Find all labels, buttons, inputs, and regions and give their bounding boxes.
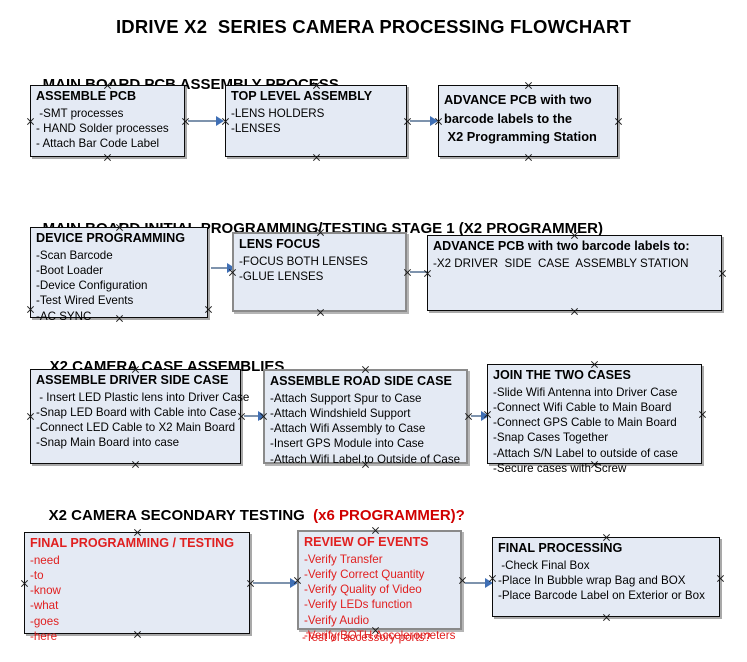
arrow-shaft	[211, 267, 228, 269]
box-line: -to	[30, 568, 44, 582]
box-header: TOP LEVEL ASSEMBLY	[231, 89, 373, 103]
box-line: -Place Barcode Label on Exterior or Box	[498, 589, 705, 603]
box-line: -Snap Cases Together	[493, 431, 609, 445]
arrow-shaft	[188, 120, 217, 122]
box-line: -Verify Correct Quantity	[304, 567, 425, 581]
box-line: -Connect LED Cable to X2 Main Board	[36, 421, 236, 435]
box-line: -Place In Bubble wrap Bag and BOX	[498, 573, 686, 587]
arrow-connector	[188, 116, 224, 126]
box-review-of-events[interactable]: REVIEW OF EVENTS -Verify Transfer -Verif…	[297, 530, 462, 642]
arrow-head	[430, 116, 438, 126]
box-line: -Connect Wifi Cable to Main Board	[493, 400, 672, 414]
box-line: -what	[30, 599, 59, 613]
box-assemble-pcb[interactable]: ASSEMBLE PCB -SMT processes - HAND Solde…	[30, 85, 185, 157]
box-line: -Attach Wifi Assembly to Case	[270, 422, 426, 436]
box-line: -AC SYNC	[36, 309, 92, 323]
arrow-connector	[410, 116, 438, 126]
box-line: -Verify BOTH Accelerometers	[304, 628, 456, 642]
box-header: FINAL PROGRAMMING / TESTING	[30, 536, 235, 550]
box-line: -Verify Transfer	[304, 552, 383, 566]
box-header: FINAL PROCESSING	[498, 541, 623, 555]
box-line: -know	[30, 584, 61, 598]
arrow-head	[216, 116, 224, 126]
box-line: -LENSES	[231, 121, 281, 135]
box-top-level-assembly[interactable]: TOP LEVEL ASSEMBLY -LENS HOLDERS -LENSES	[225, 85, 407, 157]
box-assemble-road-side-case[interactable]: ASSEMBLE ROAD SIDE CASE -Attach Support …	[263, 369, 468, 466]
box-header: ADVANCE PCB with two barcode labels to t…	[444, 92, 597, 144]
box-line: -Attach Wifi Label to Outside of Case	[270, 452, 461, 466]
box-line: - Attach Bar Code Label	[36, 137, 160, 151]
box-line: -GLUE LENSES	[239, 269, 324, 283]
arrow-shaft	[253, 582, 291, 584]
box-line: -Verify Quality of Video	[304, 583, 422, 597]
box-line: -Verify LEDs function	[304, 598, 413, 612]
box-header: REVIEW OF EVENTS	[304, 535, 429, 549]
box-header: ASSEMBLE PCB	[36, 89, 137, 103]
box-line: -Check Final Box	[498, 558, 590, 572]
section-title-x2-camera-secondary-testing: X2 CAMERA SECONDARY TESTING (x6 PROGRAMM…	[32, 490, 465, 541]
box-line: -need	[30, 553, 60, 567]
box-line: -LENS HOLDERS	[231, 106, 325, 120]
box-lens-focus[interactable]: LENS FOCUS -FOCUS BOTH LENSES -GLUE LENS…	[232, 232, 407, 312]
box-line: -goes	[30, 614, 60, 628]
box-device-programming[interactable]: DEVICE PROGRAMMING -Scan Barcode -Boot L…	[30, 227, 208, 323]
box-line: -Attach S/N Label to outside of case	[493, 446, 678, 460]
section-title-text: X2 CAMERA SECONDARY TESTING	[48, 507, 314, 524]
box-assemble-driver-side-case[interactable]: ASSEMBLE DRIVER SIDE CASE - Insert LED P…	[30, 369, 250, 464]
box-join-the-two-cases[interactable]: JOIN THE TWO CASES -Slide Wifi Antenna i…	[487, 364, 702, 475]
arrow-connector	[253, 578, 298, 588]
box-line: -SMT processes	[36, 106, 124, 120]
box-line: -Verify Audio	[304, 613, 370, 627]
arrow-shaft	[244, 415, 259, 417]
box-line: - Insert LED Plastic lens into Driver Ca…	[36, 390, 250, 404]
box-header: ASSEMBLE ROAD SIDE CASE	[270, 374, 452, 388]
box-header: ADVANCE PCB with two barcode labels to:	[433, 239, 690, 253]
box-line: -Secure cases with Screw	[493, 461, 627, 475]
arrow-shaft	[471, 415, 482, 417]
box-advance-pcb-driver-side-case[interactable]: ADVANCE PCB with two barcode labels to: …	[427, 235, 722, 311]
box-line: -Connect GPS Cable to Main Board	[493, 416, 677, 430]
box-line: -Insert GPS Module into Case	[270, 437, 425, 451]
box-line: -Test Wired Events	[36, 294, 134, 308]
box-advance-pcb-x2-programming-station[interactable]: ADVANCE PCB with two barcode labels to t…	[438, 85, 618, 157]
box-line: -FOCUS BOTH LENSES	[239, 254, 368, 268]
box-header: LENS FOCUS	[239, 237, 321, 251]
box-line: -X2 DRIVER SIDE CASE ASSEMBLY STATION	[433, 256, 689, 270]
arrow-connector	[465, 578, 493, 588]
box-final-processing[interactable]: FINAL PROCESSING -Check Final Box -Place…	[492, 537, 720, 617]
section-title-accent: (x6 PROGRAMMER)?	[313, 507, 465, 524]
arrow-shaft	[465, 582, 486, 584]
arrow-shaft	[410, 120, 431, 122]
box-line: -Snap LED Board with Cable into Case	[36, 405, 237, 419]
box-line: -Device Configuration	[36, 279, 148, 293]
box-line: -here	[30, 629, 58, 643]
box-line: -Attach Support Spur to Case	[270, 391, 422, 405]
box-final-programming-testing[interactable]: FINAL PROGRAMMING / TESTING -need -to -k…	[24, 532, 250, 643]
box-line: -Snap Main Board into case	[36, 436, 180, 450]
box-header: DEVICE PROGRAMMING	[36, 231, 186, 245]
box-line: -Boot Loader	[36, 263, 104, 277]
page-title: IDRIVE X2 SERIES CAMERA PROCESSING FLOWC…	[115, 16, 632, 37]
box-header: JOIN THE TWO CASES	[493, 368, 631, 382]
box-overflow-line: -Test of accessory ports?	[302, 631, 431, 644]
box-line: - HAND Solder processes	[36, 121, 169, 135]
box-line: -Scan Barcode	[36, 248, 113, 262]
box-header: ASSEMBLE DRIVER SIDE CASE	[36, 373, 229, 387]
box-line: -Attach Windshield Support	[270, 406, 411, 420]
box-line: -Slide Wifi Antenna into Driver Case	[493, 385, 678, 399]
